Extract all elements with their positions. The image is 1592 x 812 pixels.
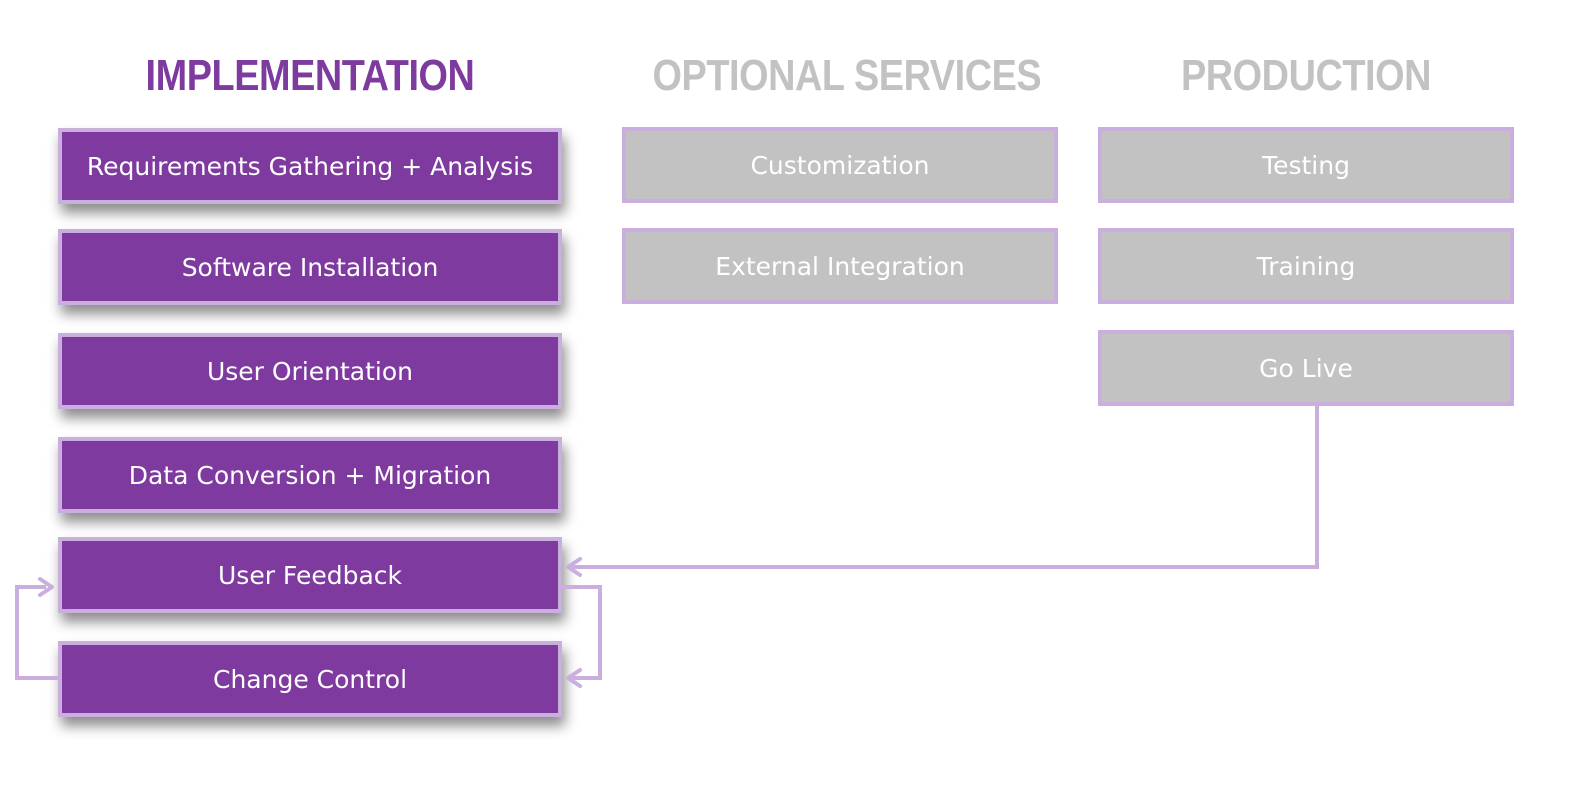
testing-box: Testing bbox=[1098, 127, 1514, 203]
user-feedback-box: User Feedback bbox=[58, 537, 562, 613]
user-orientation-box: User Orientation bbox=[58, 333, 562, 409]
user-feedback-to-change-control-connector bbox=[562, 585, 602, 680]
data-conversion-migration-box: Data Conversion + Migration bbox=[58, 437, 562, 513]
external-integration-box: External Integration bbox=[622, 228, 1058, 304]
arrowhead-user-feedback-right bbox=[566, 557, 582, 577]
requirements-gathering-analysis-box: Requirements Gathering + Analysis bbox=[58, 128, 562, 204]
optional-services-column-title: OPTIONAL SERVICES bbox=[652, 51, 1042, 100]
implementation-column-title: IMPLEMENTATION bbox=[145, 51, 475, 100]
training-box: Training bbox=[1098, 228, 1514, 304]
go-live-box: Go Live bbox=[1098, 330, 1514, 406]
go-live-to-user-feedback-connector bbox=[572, 406, 1319, 569]
arrowhead-user-feedback-left bbox=[38, 577, 54, 597]
arrowhead-change-control-right bbox=[566, 668, 582, 688]
change-control-to-user-feedback-connector bbox=[15, 585, 58, 680]
change-control-box: Change Control bbox=[58, 641, 562, 717]
software-installation-box: Software Installation bbox=[58, 229, 562, 305]
customization-box: Customization bbox=[622, 127, 1058, 203]
production-column-title: PRODUCTION bbox=[1180, 51, 1432, 100]
